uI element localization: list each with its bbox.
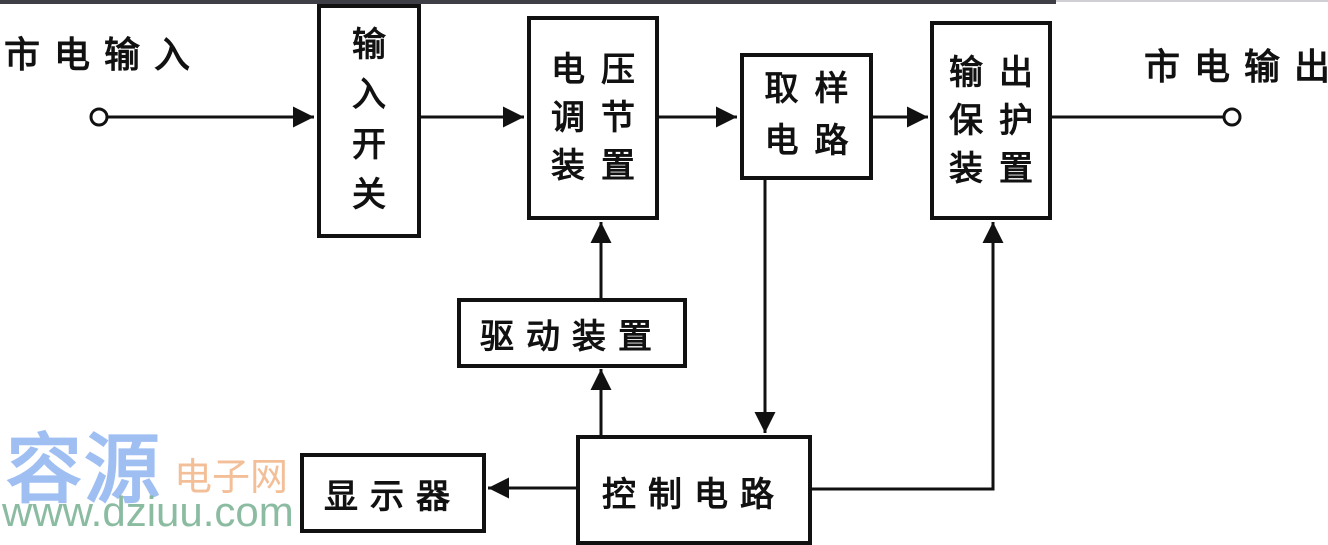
input-terminal	[89, 107, 109, 127]
protection-char: 装	[949, 148, 983, 189]
protection-char: 输	[949, 52, 983, 93]
sampling-char: 电	[764, 120, 799, 161]
watermark-brand: 容源	[6, 425, 162, 514]
sampling-circuit-block: 取 电 样 路	[740, 53, 873, 180]
connection-lines	[89, 106, 1242, 499]
protection-char: 出	[999, 52, 1033, 93]
display-block: 显示器	[300, 453, 486, 533]
regulator-char: 压	[601, 50, 635, 90]
voltage-regulator-block: 电 调 装 压 节 置	[527, 16, 659, 220]
input-switch-char: 输	[352, 25, 386, 65]
output-protection-block: 输 保 装 出 护 置	[930, 21, 1052, 220]
wire-control-to-protection	[811, 222, 1004, 491]
mains-output-label: 市电输出	[1144, 46, 1328, 88]
regulator-char: 电	[551, 50, 585, 90]
regulator-char: 装	[551, 146, 585, 186]
window-top-border	[0, 0, 1056, 4]
regulator-char: 节	[601, 98, 635, 138]
watermark-url: www.dziuu.com	[2, 488, 294, 535]
output-terminal	[1222, 107, 1242, 127]
protection-char: 置	[999, 148, 1033, 189]
window-top-border-light	[1056, 0, 1328, 2]
control-circuit-block: 控制电路	[576, 435, 812, 545]
driver-block: 驱动装置	[457, 298, 687, 368]
sampling-char: 取	[764, 68, 799, 109]
control-circuit-label: 控制电路	[602, 475, 786, 515]
regulator-char: 调	[551, 98, 585, 138]
driver-label: 驱动装置	[480, 316, 664, 357]
input-switch-char: 关	[352, 175, 386, 215]
protection-char: 保	[949, 100, 983, 141]
input-switch-block: 输 入 开 关	[317, 4, 421, 238]
regulator-char: 置	[601, 146, 635, 186]
sampling-char: 样	[814, 68, 849, 109]
mains-input-label: 市电输入	[4, 34, 205, 76]
watermark-sub: 电子网	[174, 455, 289, 499]
protection-char: 护	[999, 100, 1033, 141]
input-switch-char: 开	[352, 125, 386, 165]
input-switch-char: 入	[352, 75, 386, 115]
display-label: 显示器	[324, 476, 462, 517]
sampling-char: 路	[814, 120, 849, 161]
